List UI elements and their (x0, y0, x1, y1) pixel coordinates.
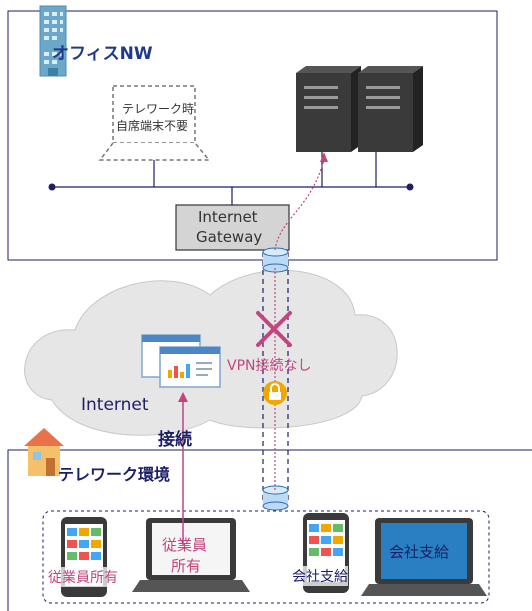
connect-label: 接続 (158, 430, 192, 450)
gateway-label-line1: Internet (198, 208, 258, 226)
internet-label: Internet (81, 395, 149, 415)
laptop-company-icon (361, 518, 487, 596)
lan-endpoint-right (406, 183, 414, 191)
lan-endpoint-left (48, 183, 56, 191)
vpn-path-arrow (274, 159, 325, 251)
blocked-x-icon (256, 311, 292, 347)
laptop-note-line2: 自席端末不要 (116, 119, 189, 133)
vpn-label: VPN接続なし (227, 358, 312, 374)
building-icon (39, 5, 67, 77)
lock-icon (263, 381, 287, 405)
office-title: オフィスNW (52, 44, 153, 64)
vpn-tunnel (262, 247, 289, 511)
web-app-window-icon (141, 334, 221, 388)
device-label-company-phone: 会社支給 (292, 566, 348, 586)
device-group-box (42, 510, 490, 604)
internet-gateway-box (175, 204, 290, 251)
device-label-personal-phone: 従業員所有 (48, 567, 118, 587)
laptop-personal-icon (132, 518, 250, 592)
device-label-personal-laptop-line2: 所有 (171, 557, 202, 575)
device-label-company-laptop: 会社支給 (389, 543, 450, 561)
house-icon (24, 428, 64, 476)
gateway-label-line2: Gateway (196, 228, 263, 246)
laptop-note-line1: テレワーク時 (122, 102, 195, 116)
server-icon (296, 66, 361, 152)
server-icon-2 (358, 66, 423, 152)
telework-title: テレワーク環境 (58, 465, 171, 484)
device-label-personal-laptop-line1: 従業員 (162, 536, 208, 554)
office-laptop-dashed-icon (98, 85, 211, 161)
